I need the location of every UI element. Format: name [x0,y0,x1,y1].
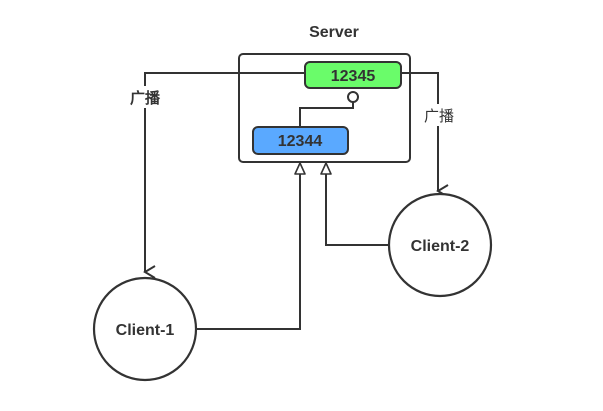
broadcast-line-client-1 [143,72,305,279]
client-1-node [92,276,198,382]
client-2-node [387,192,493,298]
client-1-label: Client-1 [116,322,175,339]
send-line-client-2 [325,172,389,246]
broadcast-label-right-bg [421,104,457,126]
broadcast-label-left: 广播 [130,89,161,107]
send-line-client-1 [196,172,301,330]
broadcast-label-left-bg [127,86,163,108]
broadcast-label-right: 广播 [424,107,454,125]
server-box [238,53,411,163]
send-arrowhead-client-2 [320,162,332,175]
port-12345-box [304,61,402,89]
port-12344-label: 12344 [278,133,323,150]
send-arrowhead-client-1 [294,162,306,175]
internal-connector-socket [347,91,359,103]
broadcast-line-client-2 [401,72,449,198]
client-2-label: Client-2 [411,238,470,255]
internal-connector [299,102,354,127]
server-title: Server [309,24,359,41]
port-12345-label: 12345 [331,68,376,85]
